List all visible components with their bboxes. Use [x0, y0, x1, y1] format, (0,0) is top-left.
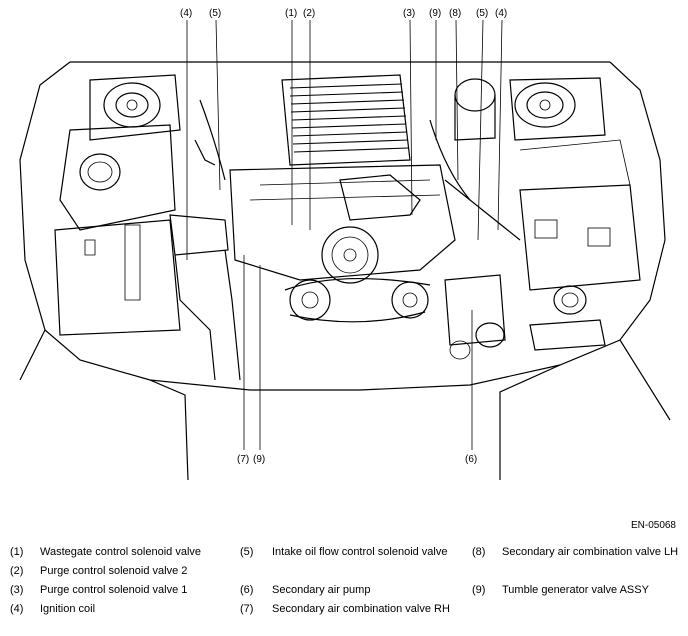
- brake-fluid-reservoir: [529, 285, 606, 351]
- legend-text-3: Purge control solenoid valve 1: [40, 584, 188, 596]
- belt-pulleys: [284, 278, 431, 323]
- legend-num-3: (3): [10, 584, 24, 596]
- engine-compartment-diagram: (4) (5) (1) (2) (3) (9) (8) (5) (4) (7) …: [19, 8, 671, 481]
- intake-manifold: [229, 164, 456, 281]
- callout-top-4: (2): [303, 8, 315, 19]
- callout-top-6: (9): [429, 8, 441, 19]
- callout-top-3: (1): [285, 8, 297, 19]
- callout-top-7: (8): [449, 8, 461, 19]
- legend-text-4: Ignition coil: [40, 603, 96, 615]
- hoses: [194, 99, 521, 241]
- callout-top-1: (4): [180, 8, 192, 19]
- battery: [519, 139, 641, 291]
- power-steering-reservoir: [454, 78, 496, 141]
- legend-num-4: (4): [10, 603, 24, 615]
- legend-text-7: Secondary air combination valve RH: [272, 603, 450, 615]
- right-strut-tower: [509, 77, 606, 141]
- legend-num-1: (1): [10, 546, 24, 558]
- legend-text-1: Wastegate control solenoid valve: [40, 546, 202, 558]
- coolant-reservoir: [59, 124, 176, 231]
- washer-tank: [54, 219, 181, 336]
- legend-text-8: Secondary air combination valve LH: [502, 546, 679, 558]
- legend-text-2: Purge control solenoid valve 2: [40, 565, 188, 577]
- callout-top-2: (5): [209, 8, 221, 19]
- legend-num-9: (9): [472, 584, 486, 596]
- legend-num-6: (6): [240, 584, 254, 596]
- legend-text-5: Intake oil flow control solenoid valve: [272, 546, 448, 558]
- callout-top-9: (4): [495, 8, 507, 19]
- left-strut-tower: [89, 74, 181, 141]
- secondary-air-pump: [444, 274, 506, 360]
- legend-text-9: Tumble generator valve ASSY: [502, 584, 649, 596]
- legend-num-5: (5): [240, 546, 254, 558]
- air-intake-duct: [169, 214, 241, 381]
- legend-num-8: (8): [472, 546, 486, 558]
- legend-num-7: (7): [240, 603, 254, 615]
- vehicle-body-outline: [19, 61, 671, 481]
- figure-id: EN-05068: [630, 520, 676, 531]
- callout-bottom-6: (6): [465, 454, 477, 465]
- callout-bottom-7: (7): [237, 454, 249, 465]
- callout-bottom-9: (9): [253, 454, 265, 465]
- callout-top-8: (5): [476, 8, 488, 19]
- legend-num-2: (2): [10, 565, 24, 577]
- intercooler: [281, 74, 411, 166]
- leader-lines: [186, 19, 503, 450]
- legend-text-6: Secondary air pump: [272, 584, 371, 596]
- callout-top-5: (3): [403, 8, 415, 19]
- alternator: [321, 226, 379, 284]
